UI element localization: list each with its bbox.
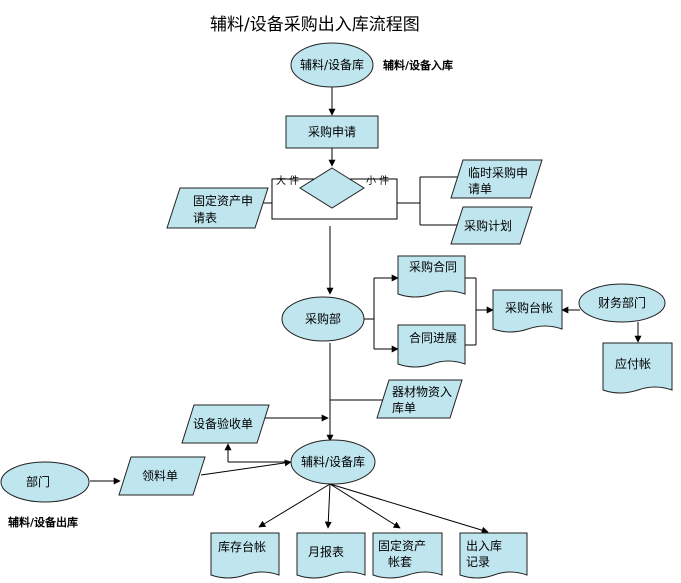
temp-purchase-request-node: 临时采购申 请单	[450, 159, 543, 199]
equipment-acceptance-label: 设备验收单	[193, 416, 253, 431]
temp-purchase-request-line2: 请单	[468, 182, 492, 196]
monthly-report-node: 月报表	[296, 532, 366, 579]
purchase-plan-label: 采购计划	[464, 218, 512, 233]
purchasing-dept-label: 采购部	[305, 311, 341, 326]
purchase-contract-node: 采购合同	[397, 255, 466, 298]
fixed-asset-ledger-line2: 帐套	[388, 554, 412, 569]
fixed-asset-ledger-node: 固定资产 帐套	[372, 532, 443, 579]
inventory-ledger-label: 库存台帐	[218, 539, 266, 554]
page-title: 辅料/设备采购出入库流程图	[210, 15, 420, 35]
material-in-slip-node: 器材物资入 库单	[376, 379, 463, 419]
warehouse-bottom-node: 辅料/设备库	[290, 439, 376, 485]
purchase-request-label: 采购申请	[308, 124, 356, 139]
branch-large-label: 大 件	[276, 174, 299, 187]
inout-record-line2: 记录	[466, 555, 490, 569]
warehouse-out-caption: 辅料/设备出库	[8, 515, 78, 529]
warehouse-bottom-label: 辅料/设备库	[301, 454, 365, 469]
payables-label: 应付帐	[615, 356, 651, 371]
material-requisition-node: 领料单	[118, 456, 206, 496]
connector-lines	[90, 87, 642, 534]
warehouse-top-label: 辅料/设备库	[300, 57, 364, 72]
equipment-acceptance-node: 设备验收单	[181, 404, 270, 444]
fixed-asset-request-node: 固定资产申 请表	[166, 187, 269, 229]
decision-node	[299, 167, 365, 209]
monthly-report-label: 月报表	[308, 544, 344, 559]
material-in-slip-line1: 器材物资入	[392, 385, 452, 399]
purchase-plan-node: 采购计划	[450, 206, 533, 245]
finance-dept-node: 财务部门	[578, 283, 666, 323]
contract-progress-node: 合同进展	[397, 324, 466, 368]
department-label: 部门	[26, 474, 50, 489]
contract-progress-label: 合同进展	[409, 330, 457, 345]
purchase-contract-label: 采购合同	[409, 259, 457, 274]
fixed-asset-request-line2: 请表	[193, 211, 217, 225]
branch-small-label: 小 件	[366, 175, 389, 187]
inventory-ledger-node: 库存台帐	[210, 532, 280, 579]
inout-record-node: 出入库 记录	[459, 532, 528, 579]
purchase-request-node: 采购申请	[285, 115, 379, 149]
purchase-ledger-node: 采购台帐	[492, 289, 563, 333]
material-requisition-label: 领料单	[142, 469, 178, 483]
warehouse-in-caption: 辅料/设备入库	[383, 58, 453, 72]
fixed-asset-ledger-line1: 固定资产	[378, 538, 426, 553]
inout-record-line1: 出入库	[466, 538, 502, 553]
department-node: 部门	[0, 461, 90, 503]
finance-dept-label: 财务部门	[598, 295, 646, 310]
material-in-slip-line2: 库单	[392, 400, 416, 415]
warehouse-top-node: 辅料/设备库	[290, 42, 374, 88]
temp-purchase-request-line1: 临时采购申	[468, 165, 528, 180]
payables-node: 应付帐	[602, 342, 673, 394]
purchasing-dept-node: 采购部	[281, 296, 365, 342]
purchase-ledger-label: 采购台帐	[505, 300, 553, 315]
fixed-asset-request-line1: 固定资产申	[193, 193, 253, 208]
